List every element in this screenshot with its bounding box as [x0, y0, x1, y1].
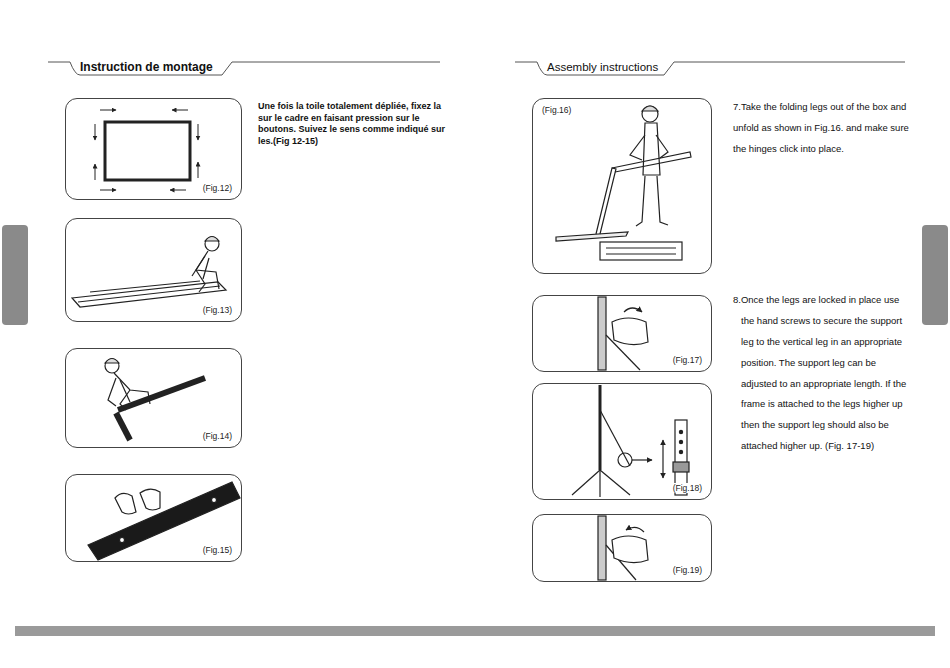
figure-panel: (Fig.16)	[532, 98, 712, 274]
side-tab	[2, 225, 28, 325]
header-tab	[48, 62, 440, 75]
figure-number: (Fig.12)	[202, 183, 233, 193]
section-heading: Assembly instructions	[547, 61, 664, 74]
figure-number: (Fig.19)	[672, 565, 703, 575]
section-heading: Instruction de montage	[80, 61, 222, 74]
figure-panel: (Fig.15)	[65, 474, 242, 562]
assembly-sketch	[572, 385, 689, 497]
figure-panel: (Fig.13)	[65, 218, 242, 322]
figure-panel: (Fig.18)	[532, 383, 712, 500]
figure-number: (Fig.15)	[202, 545, 233, 555]
instruction-text: 7.Take the folding legs out of the box a…	[733, 97, 918, 160]
assembly-sketch	[598, 516, 648, 580]
figure-number: (Fig.18)	[672, 483, 703, 493]
footer-bar	[15, 626, 935, 636]
figure-number: (Fig.17)	[672, 355, 703, 365]
figure-panel: (Fig.17)	[532, 295, 712, 372]
assembly-sketch	[556, 106, 691, 260]
assembly-sketch	[598, 297, 648, 370]
figure-panel: (Fig.19)	[532, 514, 712, 582]
header-tab	[515, 62, 905, 75]
figure-panel: (Fig.14)	[65, 348, 242, 448]
figure-panel: (Fig.12)	[65, 98, 242, 200]
assembly-sketch	[72, 237, 226, 308]
assembly-sketch	[88, 482, 240, 560]
figure-number: (Fig.16)	[541, 105, 572, 115]
instruction-text: Une fois la toile totalement dépliée, fi…	[258, 101, 448, 148]
assembly-sketch	[105, 359, 205, 441]
figure-number: (Fig.14)	[202, 431, 233, 441]
instruction-text: 8.Once the legs are locked in place use …	[733, 290, 913, 457]
frame-sketch	[95, 110, 198, 190]
figure-number: (Fig.13)	[202, 305, 233, 315]
side-tab	[922, 225, 948, 325]
